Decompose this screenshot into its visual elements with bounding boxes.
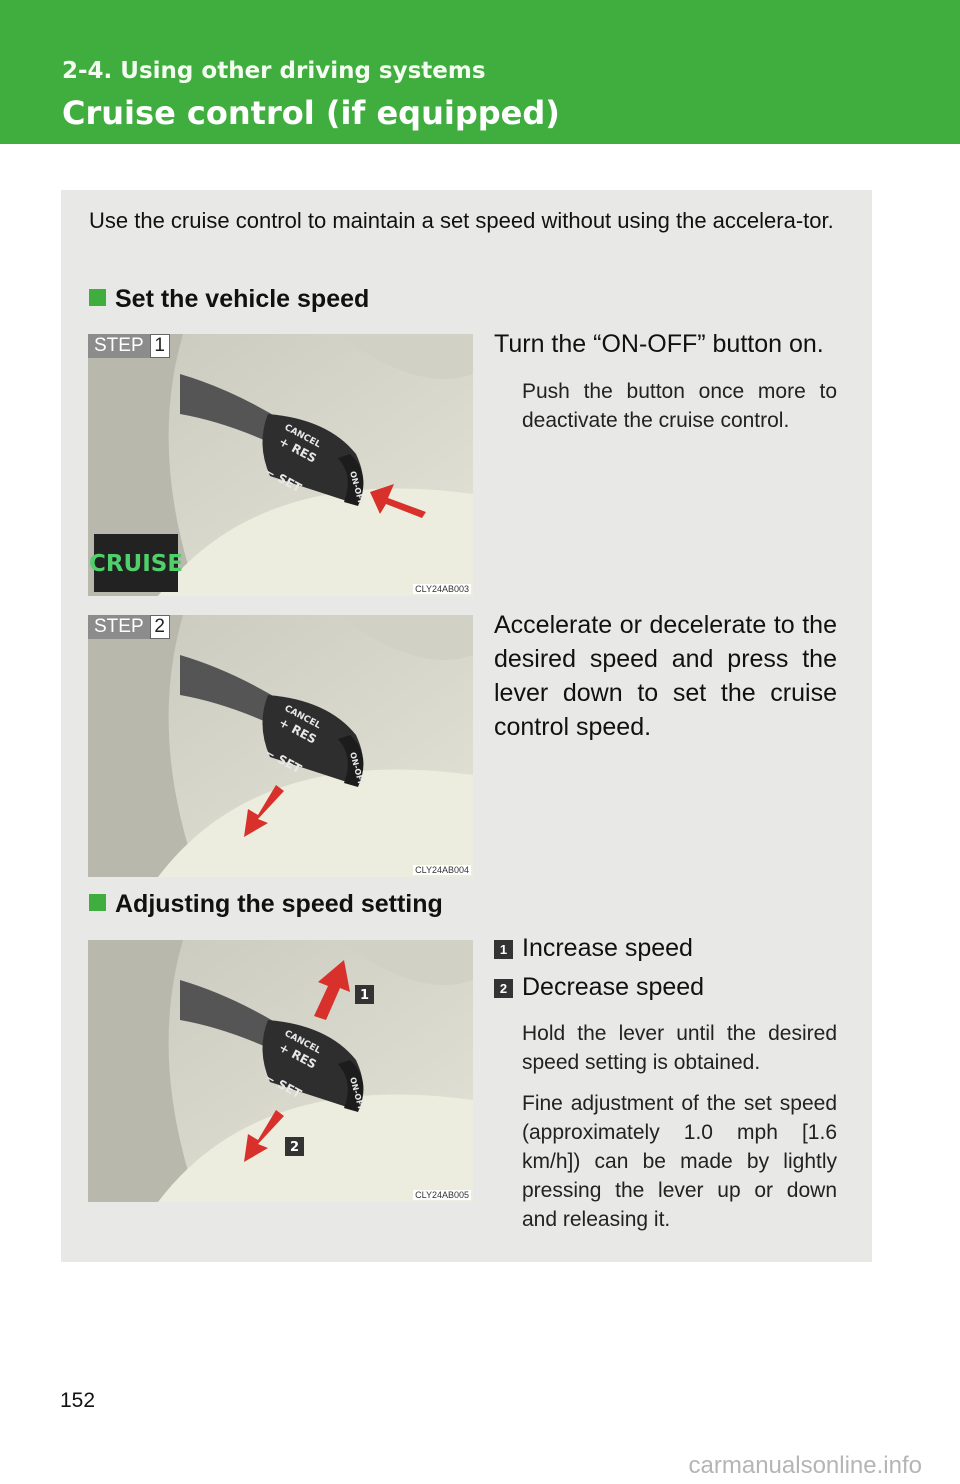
callout-1-icon	[355, 985, 374, 1004]
subheading-label: Set the vehicle speed	[115, 285, 370, 313]
subheading-adjust-speed: Adjusting the speed setting	[89, 890, 443, 919]
step1-note: Push the button once more to deactivate …	[522, 380, 837, 432]
item-text: Increase speed	[522, 934, 693, 962]
list-item: 1 Increase speed	[494, 934, 693, 963]
callout-1-number: 1	[360, 988, 369, 1003]
step-number: 1	[149, 334, 170, 358]
bullet-square-icon	[89, 289, 106, 306]
step-number: 2	[149, 615, 170, 639]
lever-drawing: CANCEL + RES − SET ON-OFF 1 2	[88, 940, 473, 1202]
lever-drawing: CANCEL + RES − SET ON-OFF CRUISE	[88, 334, 473, 596]
adjust-note-2: Fine adjustment of the set speed (approx…	[522, 1092, 837, 1231]
chapter-header	[0, 0, 960, 144]
step-word: STEP	[88, 334, 150, 358]
cruise-indicator-icon	[94, 534, 178, 592]
image-code: CLY24AB003	[413, 584, 471, 594]
callout-2-number: 2	[290, 1140, 299, 1155]
callout-2-icon	[285, 1137, 304, 1156]
item-number-badge: 2	[494, 979, 513, 998]
page-number: 152	[60, 1389, 96, 1412]
list-item: 2 Decrease speed	[494, 973, 704, 1002]
down-arrow-icon	[244, 785, 284, 837]
down-arrow-icon	[244, 1110, 284, 1162]
up-arrow-icon	[314, 960, 350, 1020]
adjust-note-1: Hold the lever until the desired speed s…	[522, 1022, 837, 1074]
lever-drawing: CANCEL + RES − SET ON-OFF	[88, 615, 473, 877]
push-arrow-icon	[370, 484, 426, 518]
item-number-badge: 1	[494, 940, 513, 959]
step2-text: Accelerate or decelerate to the desired …	[494, 611, 837, 741]
intro-text: Use the cruise control to maintain a set…	[89, 208, 834, 233]
adjust-illustration: CANCEL + RES − SET ON-OFF 1 2 CLY24AB005	[88, 940, 473, 1202]
cruise-indicator-text: CRUISE	[89, 551, 183, 577]
section-label: 2-4. Using other driving systems	[62, 58, 486, 84]
subheading-set-speed: Set the vehicle speed	[89, 285, 369, 314]
page-title: Cruise control (if equipped)	[62, 94, 560, 132]
image-code: CLY24AB004	[413, 865, 471, 875]
watermark: carmanualsonline.info	[688, 1452, 922, 1479]
step1-text: Turn the “ON-OFF” button on.	[494, 330, 824, 358]
step-word: STEP	[88, 615, 150, 639]
bullet-square-icon	[89, 894, 106, 911]
item-text: Decrease speed	[522, 973, 705, 1001]
image-code: CLY24AB005	[413, 1190, 471, 1200]
subheading-label: Adjusting the speed setting	[115, 890, 443, 918]
